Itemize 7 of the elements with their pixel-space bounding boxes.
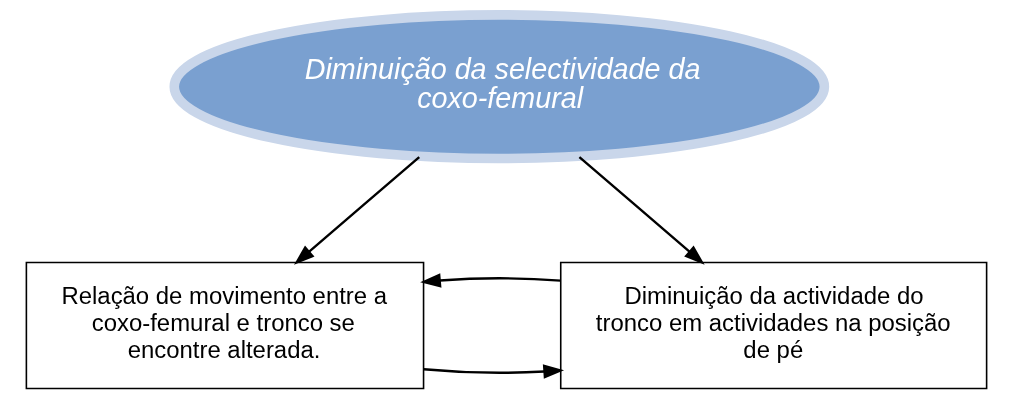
node-box: Diminuição da actividade do tronco em actividades na posição de pé [559, 261, 988, 390]
arrow [423, 364, 565, 379]
node-ellipse: Diminuição da selectividade da coxo-femural [169, 10, 830, 164]
arrow [578, 156, 705, 265]
arrow [420, 273, 561, 288]
node-box: Relação de movimento entre a coxo-femural e tronco se encontre alterada. [25, 261, 425, 390]
arrow [294, 156, 420, 265]
